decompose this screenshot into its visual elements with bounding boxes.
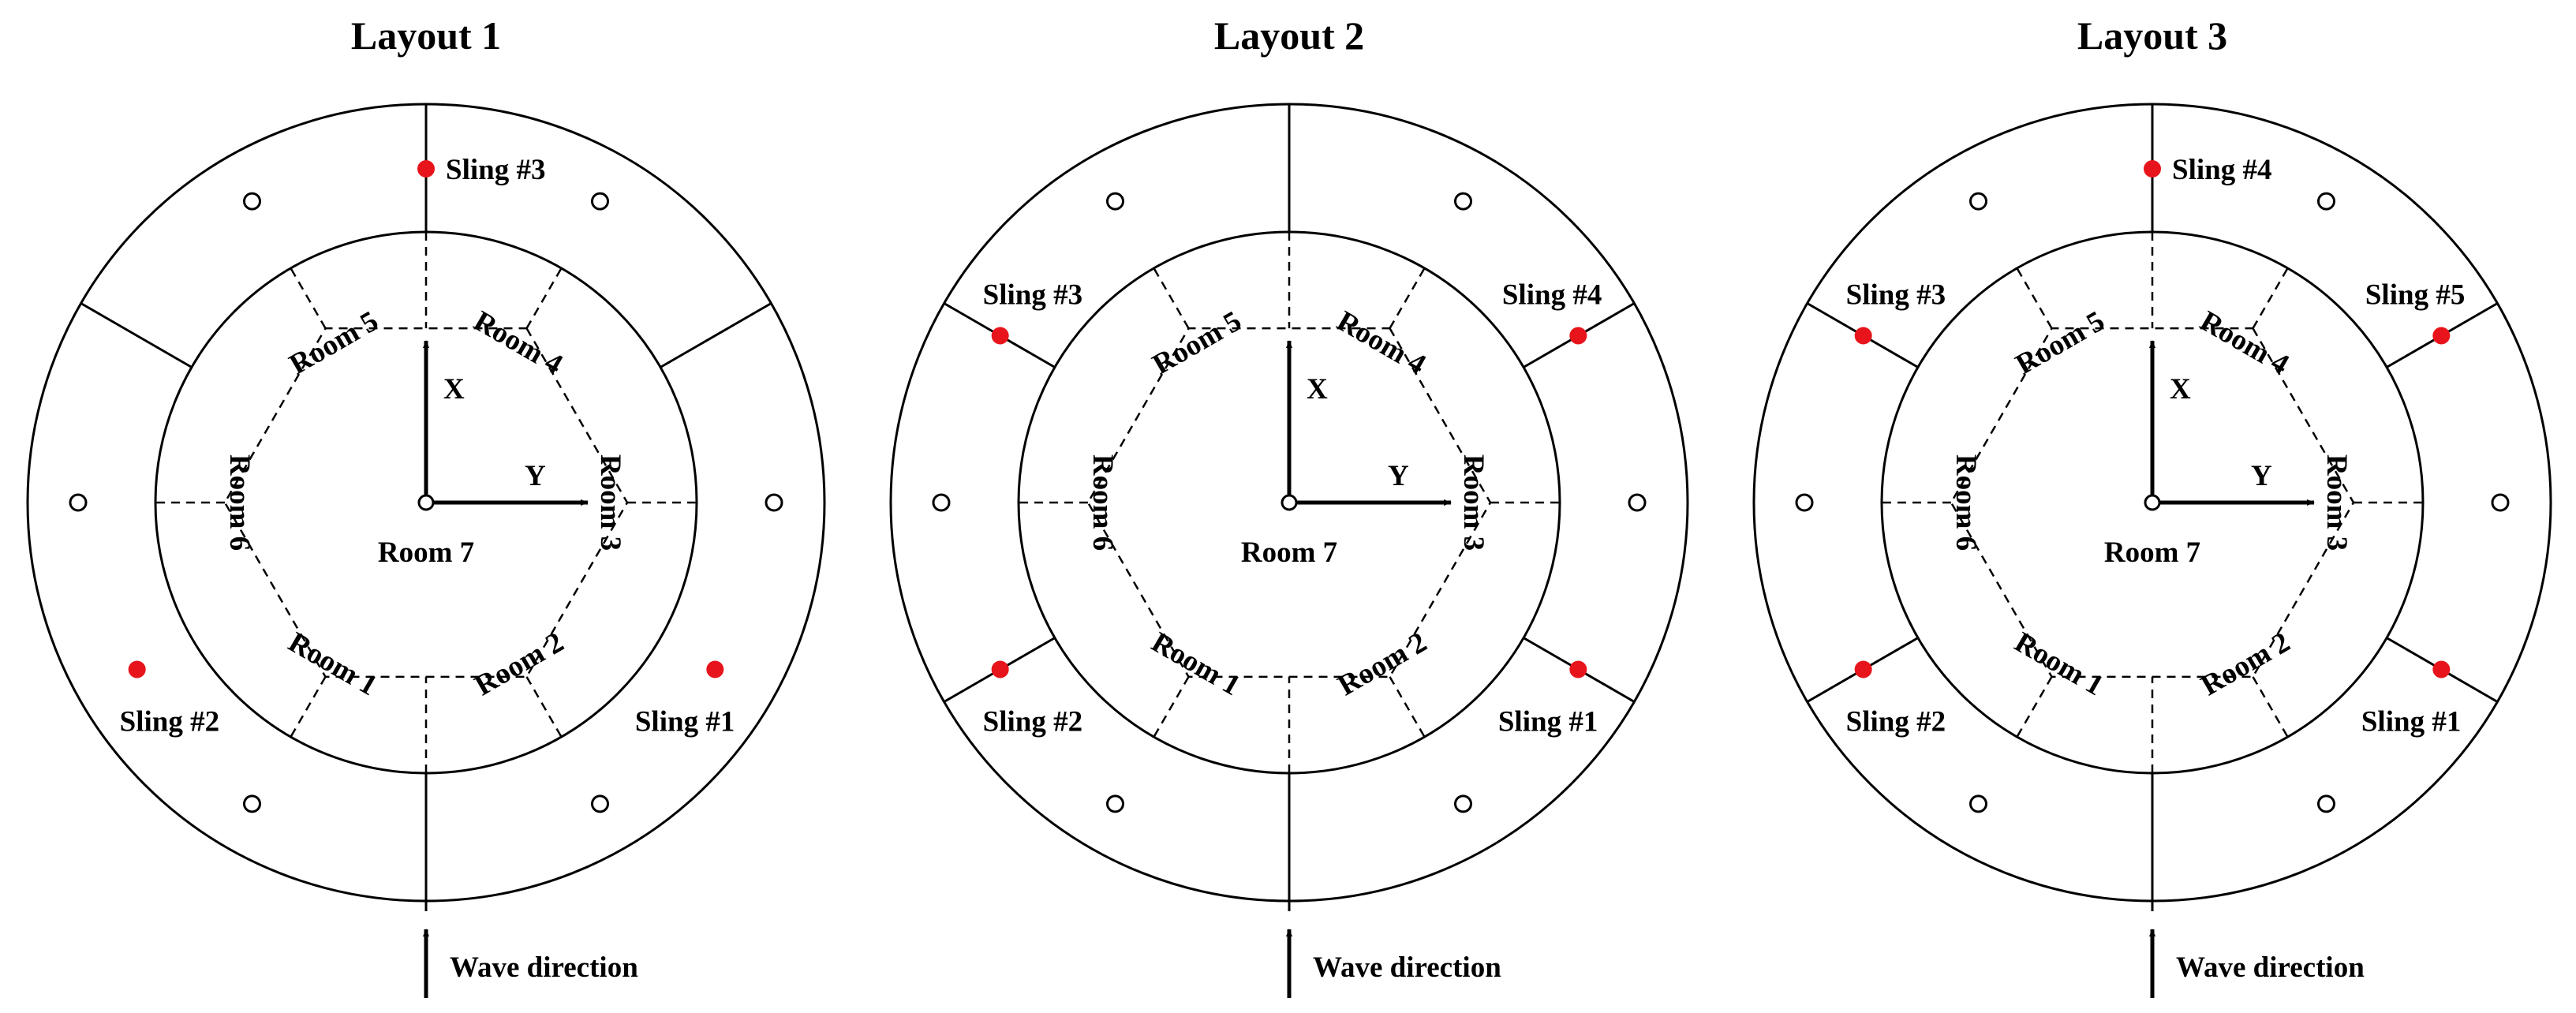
room-divider	[290, 267, 327, 329]
y-axis-label: Y	[1388, 460, 1409, 492]
sling-label: Sling #3	[446, 154, 545, 186]
room-label-5: Room 5	[1147, 305, 1247, 381]
sling-label: Sling #4	[1502, 279, 1602, 312]
radial-divider	[80, 302, 193, 368]
sling-label: Sling #3	[983, 279, 1082, 312]
sling-point	[1569, 660, 1587, 678]
room-divider	[1389, 676, 1426, 738]
sling-point	[991, 660, 1009, 678]
sling-point	[991, 327, 1009, 345]
column-marker	[1106, 794, 1124, 813]
sling-point	[1569, 327, 1587, 345]
y-axis-label: Y	[2251, 460, 2272, 492]
room-label-1: Room 1	[283, 626, 383, 702]
sling-point	[706, 660, 724, 678]
origin-marker	[2144, 494, 2161, 511]
room-label-4: Room 4	[1332, 305, 1431, 381]
layout-1: Layout 1 Room 1 Room 2 Room 3 Room 4 Room 5 Ro…	[26, 13, 826, 998]
sling-label: Sling #2	[983, 706, 1082, 738]
room-divider	[525, 267, 563, 329]
sling-point	[1854, 327, 1872, 345]
column-marker	[243, 192, 261, 211]
room-label-3: Room 3	[1457, 454, 1490, 551]
room-label-5: Room 5	[284, 305, 383, 381]
room-label-2: Room 2	[1333, 626, 1432, 702]
room-divider	[2016, 676, 2053, 738]
room-divider	[525, 676, 563, 738]
room-divider	[2016, 267, 2053, 329]
layout-title: Layout 2	[1214, 13, 1364, 58]
room-divider	[1153, 676, 1190, 738]
sling-label: Sling #1	[635, 706, 735, 738]
sling-label: Sling #1	[1498, 706, 1598, 738]
room-label-1: Room 1	[2010, 626, 2109, 702]
sling-label: Sling #2	[1846, 706, 1946, 738]
wave-direction-label: Wave direction	[2176, 951, 2365, 984]
wave-direction-label: Wave direction	[1313, 951, 1501, 984]
room-divider	[2252, 267, 2289, 329]
layout-2: Layout 2 Room 1 Room 2 Room 3 Room 4 Room 5 Ro…	[889, 13, 1689, 998]
column-marker	[1795, 493, 1814, 512]
origin-marker	[1281, 494, 1298, 511]
room-label-6: Room 6	[1950, 454, 1982, 551]
column-marker	[2491, 493, 2510, 512]
column-marker	[69, 493, 88, 512]
layout-3: Layout 3 Room 1 Room 2 Room 3 Room 4 Room 5 Ro…	[1752, 13, 2552, 998]
column-marker	[932, 493, 951, 512]
room-label-2: Room 2	[2196, 626, 2295, 702]
column-marker	[591, 192, 609, 211]
column-marker	[1969, 192, 1987, 211]
column-marker	[2317, 192, 2335, 211]
sling-point	[2432, 327, 2451, 345]
radial-divider	[660, 302, 772, 368]
column-marker	[1106, 192, 1124, 211]
sling-label: Sling #1	[2361, 706, 2461, 738]
column-marker	[1454, 794, 1472, 813]
y-axis-label: Y	[525, 460, 546, 492]
sling-label: Sling #3	[1846, 279, 1946, 312]
sling-point	[417, 160, 435, 178]
layout-title: Layout 3	[2077, 13, 2227, 58]
room-label-6: Room 6	[223, 454, 256, 551]
x-axis-label: X	[443, 373, 465, 406]
origin-marker	[417, 494, 435, 511]
room-label-3: Room 3	[2320, 454, 2353, 551]
room-divider	[290, 676, 327, 738]
room-divider	[1153, 267, 1190, 329]
center-room-label: Room 7	[378, 536, 474, 569]
sling-point	[128, 660, 146, 678]
room-label-1: Room 1	[1146, 626, 1246, 702]
room-label-3: Room 3	[594, 454, 626, 551]
room-label-4: Room 4	[469, 305, 568, 381]
sling-label: Sling #4	[2172, 154, 2271, 186]
column-marker	[2317, 794, 2335, 813]
column-marker	[1454, 192, 1472, 211]
sling-point	[2144, 160, 2161, 178]
sling-point	[1854, 660, 1872, 678]
room-label-2: Room 2	[469, 626, 569, 702]
room-label-5: Room 5	[2010, 305, 2110, 381]
sling-point	[2432, 660, 2451, 678]
room-divider	[2252, 676, 2289, 738]
wave-direction-label: Wave direction	[450, 951, 638, 984]
room-divider	[1389, 267, 1426, 329]
column-marker	[1969, 794, 1987, 813]
layout-title: Layout 1	[351, 13, 501, 58]
column-marker	[765, 493, 783, 512]
column-marker	[591, 794, 609, 813]
column-marker	[243, 794, 261, 813]
room-label-4: Room 4	[2195, 305, 2294, 381]
room-label-6: Room 6	[1086, 454, 1119, 551]
center-room-label: Room 7	[2104, 536, 2200, 569]
sling-label: Sling #5	[2365, 279, 2465, 312]
sling-label: Sling #2	[120, 706, 219, 738]
column-marker	[1628, 493, 1647, 512]
center-room-label: Room 7	[1241, 536, 1337, 569]
x-axis-label: X	[1307, 373, 1328, 406]
x-axis-label: X	[2170, 373, 2191, 406]
